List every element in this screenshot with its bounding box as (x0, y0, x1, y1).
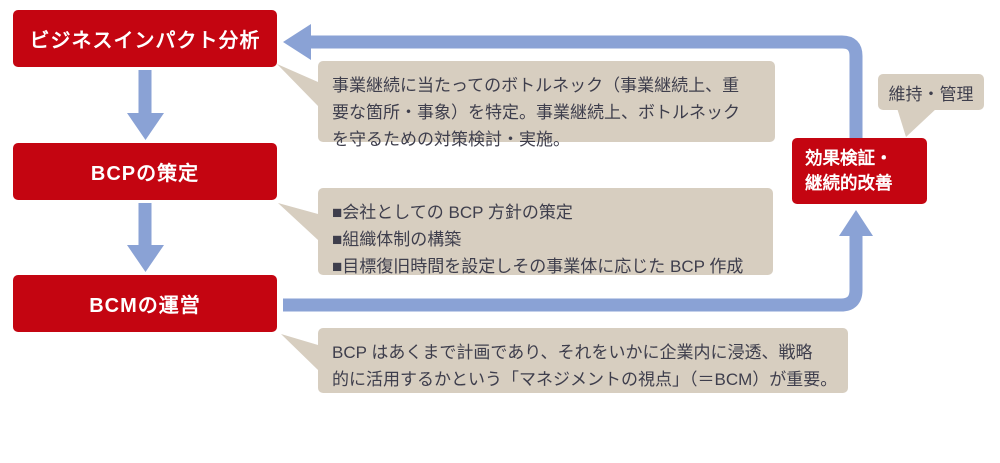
flow-box-bcm-operation: BCMの運営 (13, 275, 277, 332)
callout-line: ■目標復旧時間を設定しその事業体に応じた BCP 作成 (332, 257, 744, 276)
flow-box-label: BCMの運営 (89, 295, 201, 317)
callout-line: 的に活用するかという「マネジメントの視点」（＝BCM）が重要。 (332, 370, 838, 389)
callout-line: ■組織体制の構築 (332, 230, 462, 249)
callout-business-impact-analysis: 事業継続に当たってのボトルネック（事業継続上、重 要な箇所・事象）を特定。事業継… (318, 61, 775, 149)
maintain-manage-label: 維持・管理 (878, 74, 984, 110)
flow-box-business-impact-analysis: ビジネスインパクト分析 (13, 10, 277, 67)
callout-tail-bia (277, 64, 318, 106)
flow-box-bcp-formulation: BCPの策定 (13, 143, 277, 200)
callout-bcp-formulation: ■会社としての BCP 方針の策定 ■組織体制の構築 ■目標復旧時間を設定しその… (318, 188, 773, 276)
loop-arrow-return (283, 24, 863, 142)
callout-tail-bcp (278, 203, 318, 240)
result-box-line1: 効果検証・ (805, 147, 893, 168)
loop-arrow-up (283, 210, 873, 312)
callout-bcm-operation: BCP はあくまで計画であり、それをいかに企業内に浸透、戦略 的に活用するかとい… (318, 328, 848, 393)
down-arrow-2 (127, 203, 164, 272)
callout-tail-bcm (281, 334, 318, 370)
callout-line: 事業継続に当たってのボトルネック（事業継続上、重 (332, 76, 740, 95)
flow-box-effect-verification: 効果検証・ 継続的改善 (792, 138, 927, 204)
down-arrow-1 (127, 70, 164, 140)
callout-tail-maintain (897, 108, 937, 137)
callout-line: BCP はあくまで計画であり、それをいかに企業内に浸透、戦略 (332, 343, 813, 362)
callout-line: を守るための対策検討・実施。 (332, 130, 570, 149)
flow-box-label: BCPの策定 (90, 163, 200, 185)
callout-line: ■会社としての BCP 方針の策定 (332, 203, 573, 222)
maintain-manage-text: 維持・管理 (888, 84, 974, 104)
result-box-line2: 継続的改善 (805, 173, 893, 193)
callout-line: 要な箇所・事象）を特定。事業継続上、ボトルネック (332, 103, 740, 122)
flow-box-label: ビジネスインパクト分析 (29, 30, 261, 52)
